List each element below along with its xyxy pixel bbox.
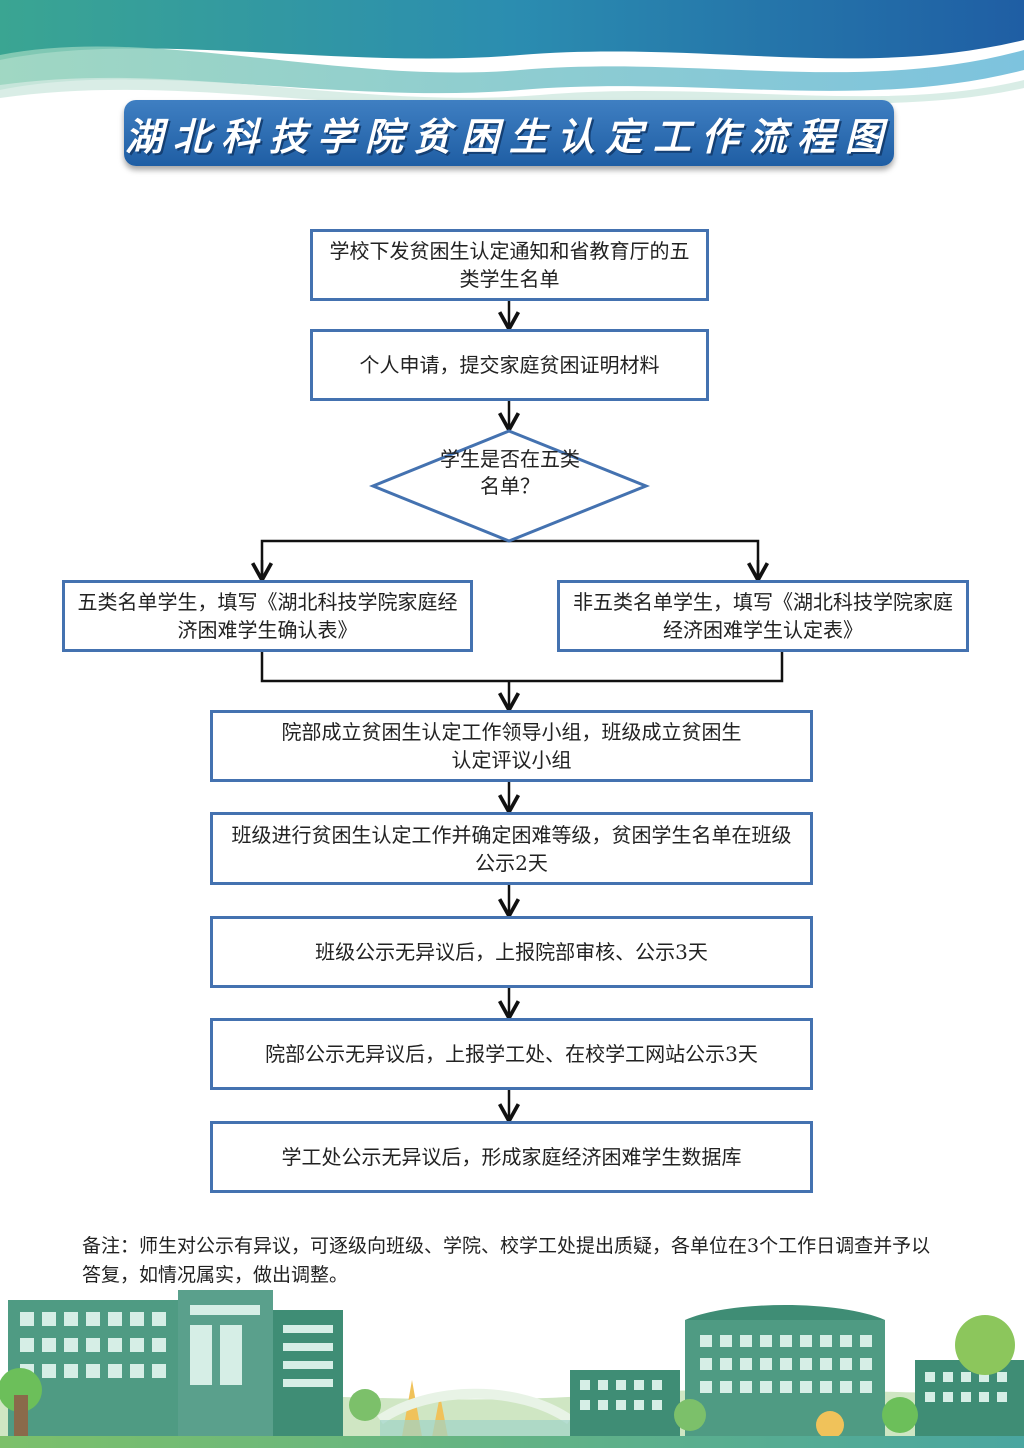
merge-line [260, 652, 784, 683]
step-office-report-text: 院部公示无异议后，上报学工处、在校学工网站公示3天 [265, 1042, 758, 1066]
step-department-review-text: 班级公示无异议后，上报院部审核、公示3天 [315, 940, 708, 964]
step-department-review-box: 班级公示无异议后，上报院部审核、公示3天 [210, 916, 813, 988]
right-branch-box: 非五类名单学生，填写《湖北科技学院家庭经济困难学生认定表》 [557, 580, 969, 652]
step-application-box: 个人申请，提交家庭贫困证明材料 [310, 329, 709, 401]
left-branch-box: 五类名单学生，填写《湖北科技学院家庭经济困难学生确认表》 [62, 580, 473, 652]
step-committee-box: 院部成立贫困生认定工作领导小组，班级成立贫困生认定评议小组 [210, 710, 813, 782]
step-office-report-box: 院部公示无异议后，上报学工处、在校学工网站公示3天 [210, 1018, 813, 1090]
step-notice-text: 学校下发贫困生认定通知和省教育厅的五类学生名单 [329, 239, 690, 291]
branch-line [260, 539, 760, 580]
page-title: 湖北科技学院贫困生认定工作流程图 [124, 113, 893, 159]
left-branch-text: 五类名单学生，填写《湖北科技学院家庭经济困难学生确认表》 [77, 590, 458, 642]
step-database-text: 学工处公示无异议后，形成家庭经济困难学生数据库 [281, 1145, 742, 1169]
footnote: 备注：师生对公示有异议，可逐级向班级、学院、校学工处提出质疑，各单位在3个工作日… [82, 1235, 931, 1286]
step-notice-box: 学校下发贫困生认定通知和省教育厅的五类学生名单 [310, 229, 709, 301]
header-wave-decoration [0, 0, 1024, 107]
decision-text: 学生是否在五类名单？ [440, 447, 580, 498]
step-database-box: 学工处公示无异议后，形成家庭经济困难学生数据库 [210, 1121, 813, 1193]
right-branch-text: 非五类名单学生，填写《湖北科技学院家庭经济困难学生认定表》 [573, 590, 953, 642]
title-banner: 湖北科技学院贫困生认定工作流程图 [124, 100, 894, 166]
step-application-text: 个人申请，提交家庭贫困证明材料 [359, 353, 660, 377]
step-class-review-text: 班级进行贫困生认定工作并确定困难等级，贫困学生名单在班级公示2天 [231, 822, 792, 875]
step-class-review-box: 班级进行贫困生认定工作并确定困难等级，贫困学生名单在班级公示2天 [210, 812, 813, 885]
decision-diamond [368, 429, 651, 543]
step-committee-text: 院部成立贫困生认定工作领导小组，班级成立贫困生认定评议小组 [281, 720, 742, 772]
